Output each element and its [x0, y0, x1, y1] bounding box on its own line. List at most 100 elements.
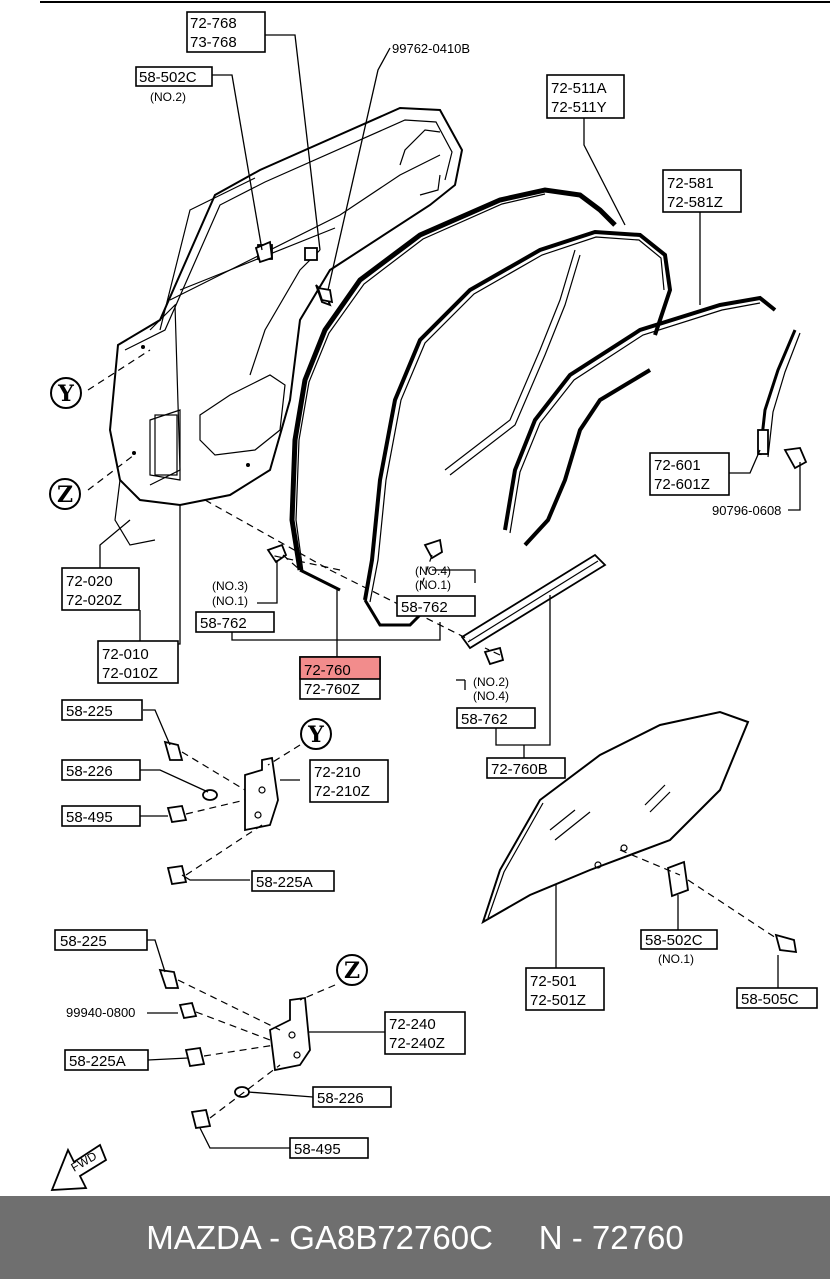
label-90796-0608: 90796-0608	[712, 503, 781, 518]
washer-58-226-bottom	[234, 1086, 250, 1098]
svg-text:58-225A: 58-225A	[69, 1053, 126, 1070]
lower-hinge-72-240	[269, 996, 311, 1072]
bolt-58-225a-bottom	[184, 1046, 206, 1068]
svg-text:72-760B: 72-760B	[491, 761, 548, 778]
bolt-58-505c	[774, 933, 798, 954]
clip-58-502c-bottom	[667, 860, 689, 898]
label-72-020: 72-020 72-020Z	[61, 567, 140, 611]
label-72-010: 72-010 72-010Z	[97, 640, 179, 684]
weatherstrip-72-760	[289, 187, 617, 592]
svg-text:Z: Z	[57, 482, 73, 508]
svg-text:72-501: 72-501	[530, 973, 577, 990]
door-shell	[108, 106, 464, 546]
svg-text:72-210: 72-210	[314, 764, 361, 781]
label-72-768: 72-768 73-768	[186, 11, 266, 53]
label-72-601: 72-601 72-601Z	[649, 452, 730, 496]
circle-marker-y-2: Y	[300, 718, 332, 750]
circle-marker-z-2: Z	[336, 954, 368, 986]
label-58-495-a: 58-495	[61, 805, 141, 827]
svg-text:(NO.2): (NO.2)	[150, 90, 186, 104]
weatherstrip-72-581	[503, 295, 777, 547]
label-72-581: 72-581 72-581Z	[662, 169, 742, 213]
label-58-495-b: 58-495	[289, 1137, 369, 1159]
label-no1-a: (NO.1)	[212, 594, 248, 608]
svg-text:58-762: 58-762	[200, 615, 247, 632]
label-99762-0410b: 99762-0410B	[392, 41, 470, 56]
svg-text:73-768: 73-768	[190, 34, 237, 51]
svg-text:72-581: 72-581	[667, 175, 714, 192]
nut-99940-0800	[178, 1001, 198, 1020]
footer-caption: MAZDA - GA8B72760C N - 72760	[0, 1196, 830, 1279]
label-58-762-a: 58-762	[195, 611, 275, 633]
label-58-502c-bottom: 58-502C (NO.1)	[640, 929, 718, 966]
svg-text:58-495: 58-495	[294, 1141, 341, 1158]
label-58-225a-a: 58-225A	[251, 870, 335, 892]
svg-text:58-502C: 58-502C	[139, 69, 197, 86]
label-58-225-a: 58-225	[61, 699, 143, 721]
weatherstrip-72-511	[363, 229, 673, 627]
washer-58-226-top	[202, 789, 218, 801]
label-72-501: 72-501 72-501Z	[525, 967, 605, 1011]
svg-text:72-240Z: 72-240Z	[389, 1035, 445, 1052]
label-72-210: 72-210 72-210Z	[309, 759, 389, 803]
svg-text:72-760Z: 72-760Z	[304, 681, 360, 698]
screw-90796-0608	[783, 447, 808, 470]
label-72-760b: 72-760B	[486, 757, 566, 779]
label-58-225-b: 58-225	[54, 929, 148, 951]
svg-text:58-505C: 58-505C	[741, 991, 799, 1008]
leader-lines	[99, 34, 801, 1149]
svg-text:58-226: 58-226	[317, 1090, 364, 1107]
label-no3: (NO.3)	[212, 579, 248, 593]
parts-diagram: Y Z Y Z FWD 72-768 73-768 58-502C (NO.2)…	[40, 1, 830, 1191]
label-58-505c: 58-505C	[736, 987, 818, 1009]
svg-text:72-601Z: 72-601Z	[654, 476, 710, 493]
svg-text:72-240: 72-240	[389, 1016, 436, 1033]
glass-72-501	[481, 710, 750, 925]
svg-text:58-225: 58-225	[66, 703, 113, 720]
bolt-58-225-bottom	[158, 968, 180, 989]
svg-text:58-225A: 58-225A	[256, 874, 313, 891]
svg-text:Y: Y	[57, 381, 74, 407]
label-no2-b: (NO.2)	[473, 675, 509, 689]
svg-text:72-010: 72-010	[102, 646, 149, 663]
label-72-511a: 72-511A 72-511Y	[546, 74, 625, 119]
label-58-762-c: 58-762	[456, 707, 536, 729]
label-no4-b: (NO.4)	[473, 689, 509, 703]
svg-text:72-581Z: 72-581Z	[667, 194, 723, 211]
clip-58-502c-top	[254, 240, 273, 264]
molding-72-760b	[460, 553, 607, 650]
svg-text:72-010Z: 72-010Z	[102, 665, 158, 682]
label-58-226-a: 58-226	[61, 759, 141, 781]
label-99940-0800: 99940-0800	[66, 1005, 135, 1020]
circle-marker-z-1: Z	[49, 478, 81, 510]
label-58-762-b: 58-762	[396, 595, 476, 617]
clip-no2	[483, 646, 505, 666]
svg-text:Y: Y	[307, 722, 324, 748]
svg-text:72-511A: 72-511A	[551, 80, 607, 97]
bolt-58-225-top	[163, 740, 184, 761]
label-58-226-b: 58-226	[312, 1086, 392, 1108]
svg-text:72-020: 72-020	[66, 573, 113, 590]
bolt-58-495-top	[166, 804, 188, 824]
bolt-58-225a-top	[166, 864, 188, 886]
highlight-72-760	[299, 656, 381, 680]
molding-72-601	[757, 329, 801, 458]
svg-text:58-226: 58-226	[66, 763, 113, 780]
svg-text:72-210Z: 72-210Z	[314, 783, 370, 800]
screw-99762-0410b	[316, 286, 334, 304]
svg-text:72-768: 72-768	[190, 15, 237, 32]
label-58-502c-top: 58-502C (NO.2)	[135, 66, 213, 104]
label-72-760: 72-760 72-760Z	[299, 656, 381, 700]
label-no1-b: (NO.1)	[415, 578, 451, 592]
svg-text:58-502C: 58-502C	[645, 932, 703, 949]
fwd-arrow-icon: FWD	[50, 1143, 108, 1191]
svg-text:Z: Z	[344, 958, 360, 984]
svg-text:58-762: 58-762	[401, 599, 448, 616]
svg-text:72-020Z: 72-020Z	[66, 592, 122, 609]
label-no4-a: (NO.4)	[415, 564, 451, 578]
circle-marker-y-1: Y	[50, 377, 82, 409]
svg-text:(NO.1): (NO.1)	[658, 952, 694, 966]
svg-text:72-511Y: 72-511Y	[551, 99, 607, 116]
label-58-225a-b: 58-225A	[64, 1049, 149, 1071]
svg-text:58-495: 58-495	[66, 809, 113, 826]
